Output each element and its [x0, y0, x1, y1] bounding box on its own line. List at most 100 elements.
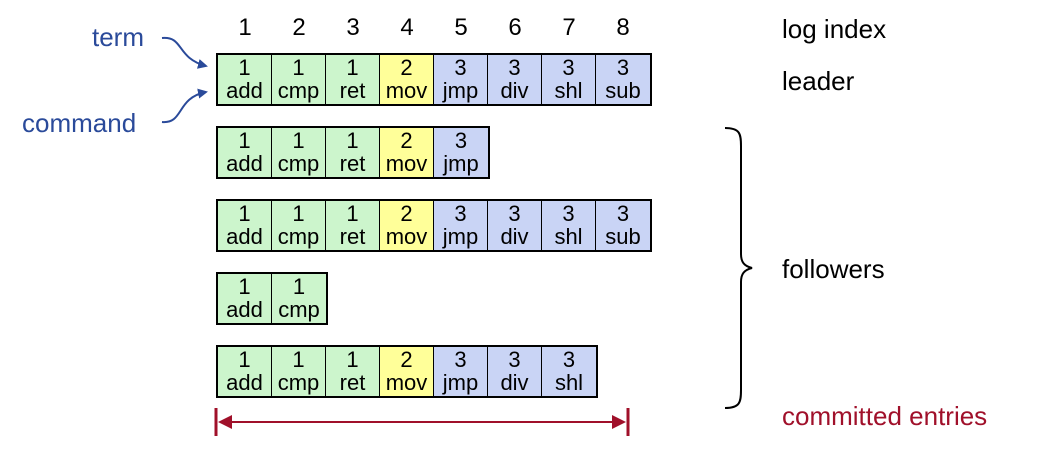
entry-command: add — [226, 369, 263, 395]
entry-command: cmp — [278, 296, 320, 322]
entry-term: 3 — [562, 347, 576, 373]
entry-command: mov — [385, 369, 428, 395]
term-annotation: term — [92, 22, 144, 52]
entry-command: jmp — [443, 150, 479, 176]
entry-command: add — [226, 296, 263, 322]
log-index-number: 5 — [454, 14, 468, 41]
log-index-number: 1 — [238, 14, 252, 41]
log-index-number: 7 — [562, 14, 576, 41]
entry-command: cmp — [277, 223, 320, 249]
entry-command: jmp — [442, 77, 479, 103]
followers-label: followers — [782, 254, 885, 284]
entry-term: 1 — [238, 128, 251, 154]
entry-command: ret — [339, 223, 366, 249]
entry-term: 3 — [562, 55, 575, 81]
entry-command: jmp — [442, 223, 479, 249]
log-index-number: 2 — [292, 14, 306, 41]
entry-term: 1 — [238, 55, 251, 81]
entry-term: 1 — [292, 347, 305, 373]
entry-command: cmp — [277, 150, 320, 176]
leader-label: leader — [782, 66, 855, 96]
entry-command: ret — [339, 369, 366, 395]
entry-term: 3 — [562, 201, 575, 227]
entry-term: 3 — [616, 55, 630, 81]
entry-command: add — [226, 150, 263, 176]
entry-command: ret — [339, 150, 366, 176]
entry-command: add — [226, 77, 263, 103]
term-arrow — [161, 36, 208, 69]
entry-term: 1 — [346, 201, 359, 227]
entry-command: sub — [605, 223, 641, 249]
entry-command: mov — [385, 150, 428, 176]
entry-term: 3 — [508, 55, 521, 81]
entry-term: 1 — [292, 201, 305, 227]
entry-term: 3 — [616, 201, 630, 227]
entry-command: add — [226, 223, 263, 249]
entry-command: ret — [339, 77, 366, 103]
entry-command: cmp — [277, 369, 320, 395]
entry-command: mov — [385, 223, 428, 249]
committed-range-arrow — [214, 408, 630, 436]
entry-term: 3 — [454, 128, 468, 154]
entry-term: 1 — [238, 201, 251, 227]
log-index-number: 4 — [400, 14, 414, 41]
command-arrow — [161, 88, 208, 124]
entry-command: div — [500, 77, 529, 103]
entry-term: 3 — [508, 347, 521, 373]
entry-command: div — [500, 223, 529, 249]
entry-term: 3 — [454, 201, 467, 227]
entry-term: 1 — [346, 128, 359, 154]
entry-term: 1 — [238, 274, 251, 300]
log-index-number: 8 — [616, 14, 630, 41]
entry-term: 3 — [454, 55, 467, 81]
entry-term: 2 — [400, 128, 413, 154]
entry-command: sub — [605, 77, 641, 103]
log-index-label: log index — [782, 14, 887, 44]
entry-term: 1 — [292, 128, 305, 154]
entry-command: shl — [554, 77, 583, 103]
entry-term: 1 — [238, 347, 251, 373]
entry-term: 1 — [346, 347, 359, 373]
entry-command: mov — [385, 77, 428, 103]
entry-command: shl — [554, 223, 583, 249]
log-index-number: 3 — [346, 14, 360, 41]
entry-term: 1 — [292, 274, 306, 300]
entry-term: 2 — [400, 201, 413, 227]
command-annotation: command — [22, 108, 137, 138]
entry-term: 1 — [346, 55, 359, 81]
entry-term: 2 — [400, 347, 413, 373]
log-index-number: 6 — [508, 14, 522, 41]
